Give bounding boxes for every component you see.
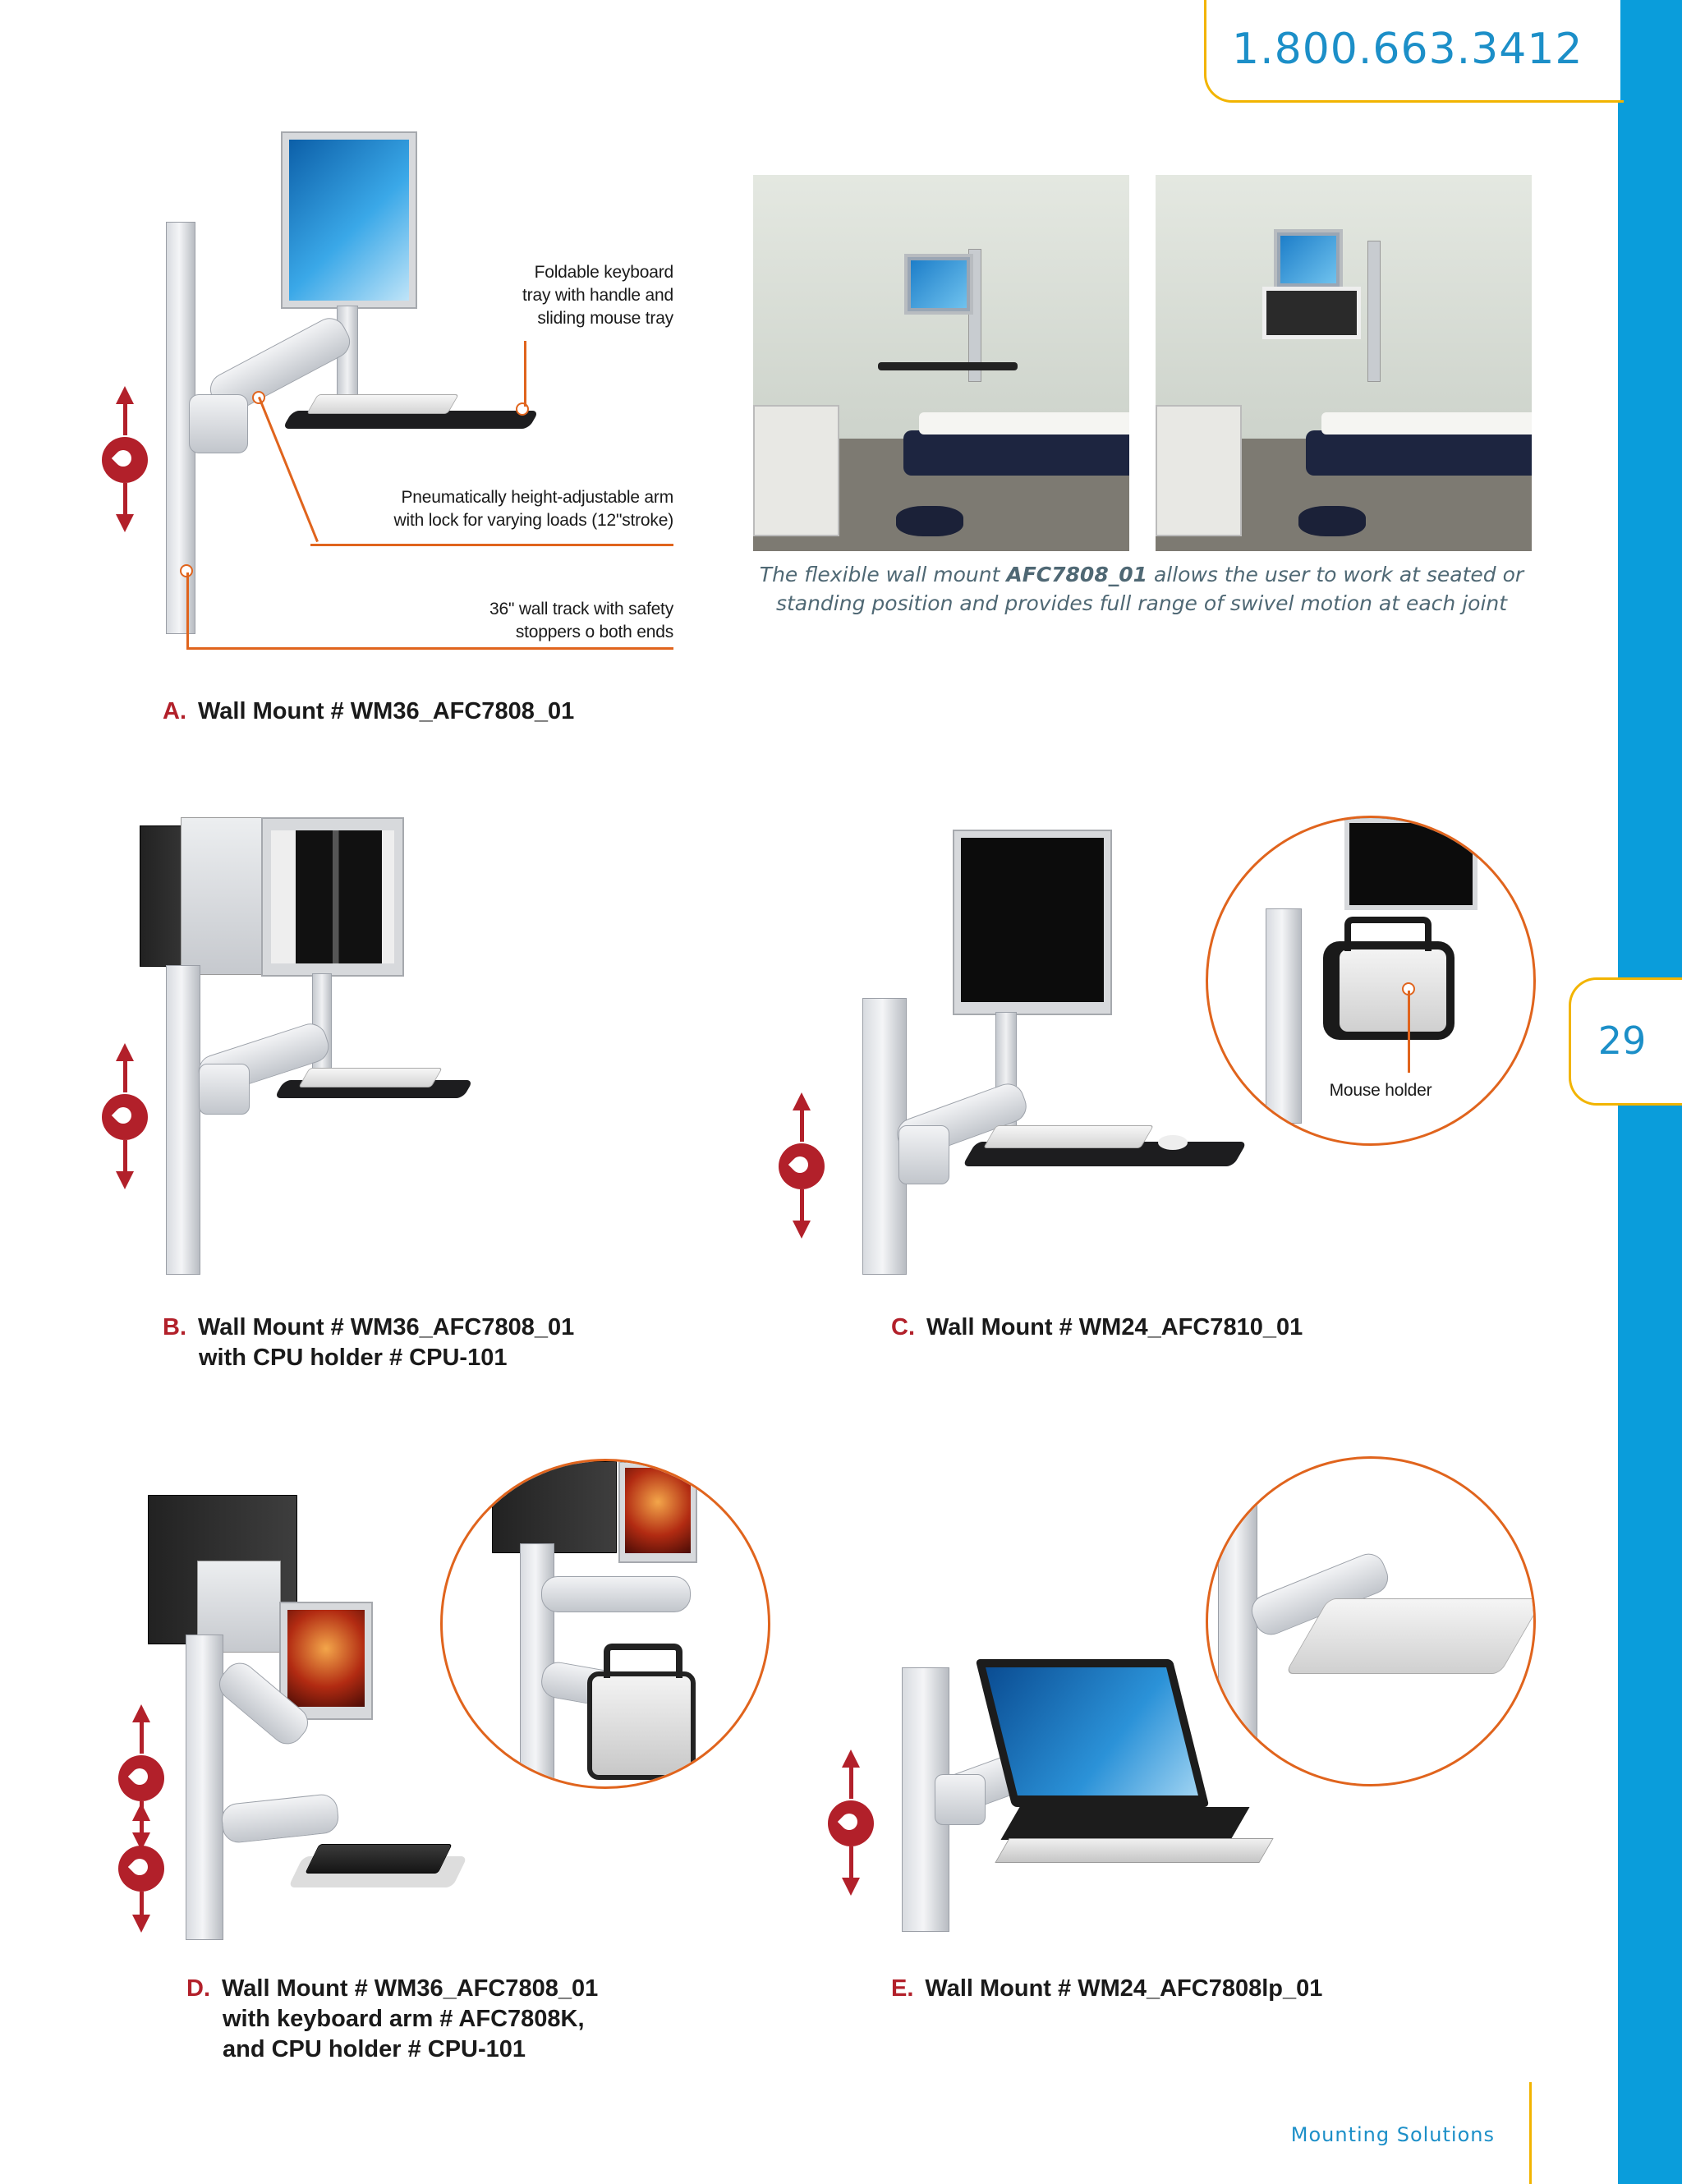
product-d-figure [148, 1495, 526, 1940]
height-adjust-icon [118, 1803, 164, 1934]
caption-product-c: C.Wall Mount # WM24_AFC7810_01 [891, 1314, 1303, 1340]
footer-divider [1529, 2082, 1532, 2184]
caption-product-d: D.Wall Mount # WM36_AFC7808_01 with keyb… [186, 1975, 599, 2062]
height-adjust-icon [102, 386, 148, 534]
product-e-figure [895, 1643, 1289, 1932]
inset-laptop-tray [1206, 1456, 1536, 1786]
caption-product-e: E.Wall Mount # WM24_AFC7808lp_01 [891, 1975, 1323, 2002]
caption-product-a: A.Wall Mount # WM36_AFC7808_01 [163, 698, 575, 724]
photo-caption: The flexible wall mount AFC7808_01 allow… [759, 563, 1524, 615]
inset-keyboard-arm [440, 1459, 770, 1789]
room-photo-standing [1156, 175, 1532, 551]
callout-track: 36" wall track with safety stoppers o bo… [489, 600, 673, 641]
inset-mouse-holder: Mouse holder [1206, 816, 1536, 1146]
product-b-figure [140, 817, 550, 1281]
room-photo-seated [753, 175, 1129, 551]
page-number-tab [1569, 977, 1682, 1106]
product-c-figure [854, 830, 1265, 1275]
caption-product-b: B.Wall Mount # WM36_AFC7808_01 with CPU … [163, 1314, 575, 1371]
callout-mouse-holder: Mouse holder [1315, 1079, 1446, 1102]
phone-tab [1204, 0, 1624, 103]
height-adjust-icon [102, 1043, 148, 1191]
phone-number[interactable]: 1.800.663.3412 [1232, 25, 1583, 74]
callout-keyboard-tray: Foldable keyboard tray with handle and s… [522, 263, 673, 328]
footer-section-title: Mounting Solutions [1290, 2123, 1495, 2146]
page-number: 29 [1597, 1018, 1647, 1063]
product-a-figure [90, 123, 682, 649]
height-adjust-icon [779, 1092, 825, 1240]
height-adjust-icon [828, 1749, 874, 1897]
callout-arm: Pneumatically height-adjustable arm with… [393, 488, 674, 530]
